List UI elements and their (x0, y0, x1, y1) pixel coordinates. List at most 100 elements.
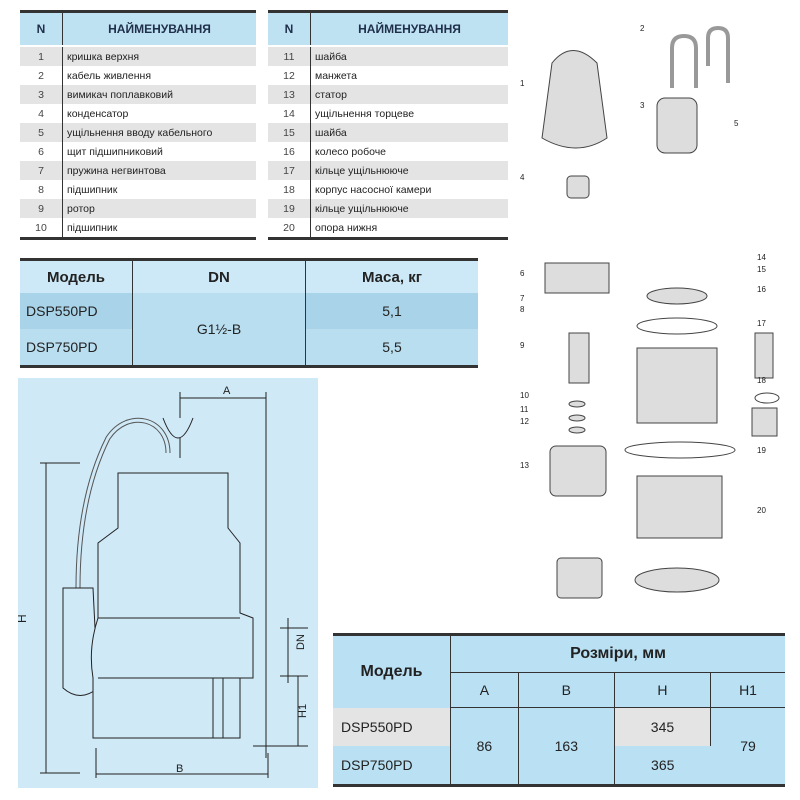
callout-8: 8 (520, 305, 525, 314)
callout-14: 14 (757, 253, 766, 262)
parts-row: 18 корпус насосної камери (268, 180, 508, 199)
part-name: кільце ущільнююче (310, 199, 508, 218)
value-h: 365 (614, 746, 711, 786)
callout-6: 6 (520, 269, 525, 278)
value-a: 86 (450, 707, 519, 786)
part-name: ротор (62, 199, 256, 218)
callout-18: 18 (757, 376, 766, 385)
part-number: 10 (20, 218, 63, 239)
part-number: 12 (268, 66, 311, 85)
model-name: DSP550PD (333, 707, 451, 746)
part-name: вимикач поплавковий (62, 85, 256, 104)
dim-dn-label: DN (295, 634, 307, 650)
header-n: N (268, 11, 311, 47)
part-number: 17 (268, 161, 311, 180)
part-name: ущільнення вводу кабельного (62, 123, 256, 142)
part-number: 9 (20, 199, 63, 218)
header-n: N (20, 11, 63, 47)
header-name: НАЙМЕНУВАННЯ (62, 11, 256, 47)
model-name: DSP750PD (20, 329, 133, 367)
col-h: H (614, 672, 712, 708)
callout-2: 2 (640, 24, 645, 33)
header-dn: DN (132, 259, 306, 293)
part-name: щит підшипниковий (67, 145, 163, 158)
parts-row: 6 щит підшипниковий (20, 142, 256, 161)
callout-3: 3 (640, 101, 645, 110)
parts-row: 2 кабель живлення (20, 66, 256, 85)
callout-13: 13 (520, 461, 529, 470)
callout-11: 11 (520, 405, 529, 414)
part-number: 19 (268, 199, 311, 218)
col-h1: H1 (710, 672, 785, 708)
header-dimensions: Розміри, мм (450, 634, 785, 673)
dim-h1-label: H1 (297, 704, 309, 718)
part-number: 4 (20, 104, 63, 123)
part-number: 1 (20, 46, 63, 66)
part-number: 16 (268, 142, 311, 161)
callout-15: 15 (757, 265, 766, 274)
header-mass: Маса, кг (305, 259, 478, 293)
pump-dimension-drawing: H A B DN H1 (15, 378, 318, 788)
callout-5: 5 (734, 119, 739, 128)
part-name: шайба (310, 123, 508, 142)
callout-20: 20 (757, 506, 766, 515)
part-number: 18 (268, 180, 311, 199)
parts-row: 12 манжета (268, 66, 508, 85)
dn-value: G1½-B (132, 293, 306, 367)
part-name: опора нижня (315, 221, 378, 234)
callout-16: 16 (757, 285, 766, 294)
callout-19: 19 (757, 446, 766, 455)
part-name: шайба (310, 46, 508, 66)
part-name: статор (310, 85, 508, 104)
parts-row: 4 конденсатор (20, 104, 256, 123)
part-name: підшипник (67, 183, 118, 196)
model-name: DSP750PD (333, 746, 451, 786)
part-number: 14 (268, 104, 311, 123)
part-name: колесо робоче (315, 145, 387, 158)
part-name: корпус насосної камери (315, 183, 432, 196)
part-name: кільце ущільнююче (310, 161, 508, 180)
callout-7: 7 (520, 294, 525, 303)
part-name: манжета (315, 69, 357, 82)
header-model: Модель (20, 259, 133, 293)
callout-9: 9 (520, 341, 525, 350)
part-name: конденсатор (67, 107, 129, 120)
dim-a-label: A (223, 385, 231, 397)
part-number: 2 (20, 66, 63, 85)
parts-row: 16 колесо робоче (268, 142, 508, 161)
part-number: 15 (268, 123, 311, 142)
part-number: 13 (268, 85, 311, 104)
header-name: НАЙМЕНУВАННЯ (310, 11, 508, 47)
mass-value: 5,1 (305, 293, 478, 329)
part-number: 8 (20, 180, 63, 199)
callout-12: 12 (520, 417, 529, 426)
part-number: 7 (20, 161, 63, 180)
model-name: DSP550PD (20, 293, 133, 329)
part-name: ущільнення торцеве (315, 107, 415, 120)
part-name: кабель живлення (67, 69, 152, 82)
part-name: підшипник (67, 221, 118, 234)
part-number: 5 (20, 123, 63, 142)
value-b: 163 (518, 707, 615, 786)
dim-h-label: H (18, 614, 29, 623)
callout-10: 10 (520, 391, 529, 400)
mass-value: 5,5 (305, 329, 478, 367)
header-model: Модель (333, 634, 451, 708)
part-number: 6 (20, 142, 63, 161)
part-number: 11 (268, 46, 311, 66)
callout-17: 17 (757, 319, 766, 328)
